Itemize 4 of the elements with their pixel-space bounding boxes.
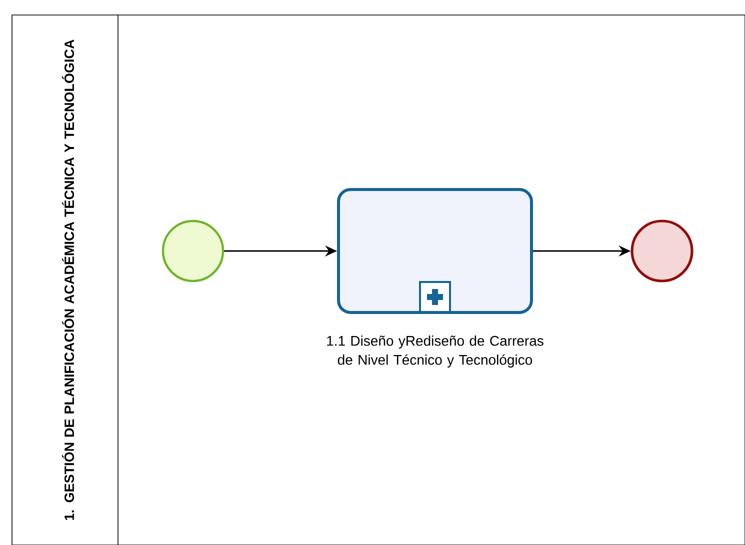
end-event-circle [630, 220, 694, 282]
start-event-circle [162, 220, 224, 282]
subprocess-box: 1.1 Diseño yRediseño de Carreras de Nivel Técnico y Tecnológico [327, 188, 544, 368]
node-label: 1.1 Diseño yRediseño de Carreras de Nivel Técnico y Tecnológico [327, 336, 544, 368]
